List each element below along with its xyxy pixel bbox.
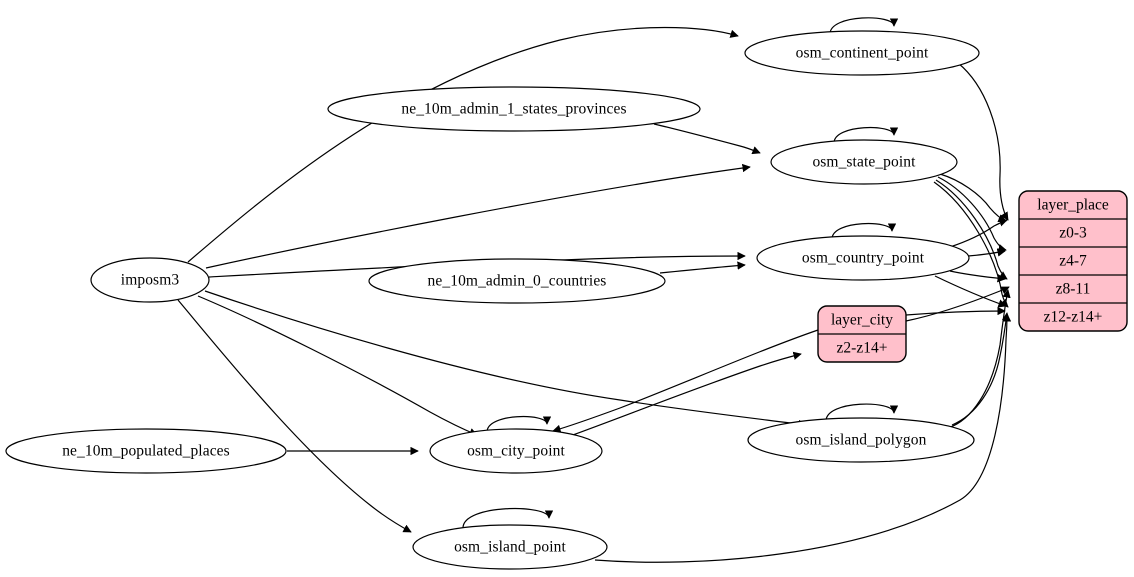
node-label-osm-continent-point: osm_continent_point <box>796 45 929 62</box>
node-shape-ne-populated[interactable] <box>5 428 287 474</box>
node-shape-osm-continent-point[interactable] <box>744 30 980 76</box>
record-title-layer-city: layer_city <box>831 312 893 329</box>
edge-ne-states-osm-state-point <box>653 123 761 155</box>
edge-self-osm-island-point <box>462 507 554 529</box>
edge-osm-city-point-layer-city <box>569 351 802 437</box>
edge-layer-city-layer-place-z12-z14 <box>905 306 1006 316</box>
edge-self-osm-island-polygon <box>825 403 899 422</box>
node-shape-ne-states[interactable] <box>327 86 701 132</box>
edge-self-osm-continent-point <box>829 17 899 35</box>
node-label-osm-state-point: osm_state_point <box>812 154 916 171</box>
node-shape-ne-countries[interactable] <box>368 258 666 304</box>
edge-osm-continent-point-layer-place-z0-3 <box>957 62 1009 221</box>
edge-osm-island-point-layer-place-z12-z14 <box>594 313 1012 563</box>
edge-osm-country-point-layer-place-z0-3 <box>949 218 1008 248</box>
node-shape-osm-country-point[interactable] <box>756 235 970 281</box>
edge-layer <box>177 17 1012 563</box>
edge-osm-state-point-layer-place-z0-3 <box>939 173 1007 223</box>
edge-self-osm-city-point <box>486 415 552 433</box>
node-ne-10m-populated-places[interactable]: ne_10m_populated_places <box>5 428 287 474</box>
node-osm-island-point[interactable]: osm_island_point <box>412 524 608 570</box>
node-shape-osm-state-point[interactable] <box>770 139 958 185</box>
node-label-osm-city-point: osm_city_point <box>467 443 565 460</box>
record-row-layer-place-z12-z14[interactable]: z12-z14+ <box>1044 309 1103 326</box>
record-row-layer-place-z0-3[interactable]: z0-3 <box>1059 225 1087 242</box>
record-row-layer-city-z2-z14[interactable]: z2-z14+ <box>837 340 888 357</box>
node-osm-city-point[interactable]: osm_city_point <box>429 428 603 474</box>
record-node-layer-city[interactable]: layer_city z2-z14+ <box>817 305 907 363</box>
edge-imposm3-osm-city-point <box>197 295 478 436</box>
node-label-imposm3: imposm3 <box>121 272 180 289</box>
edge-layer-city-osm-city-point <box>552 329 819 433</box>
node-ne-10m-admin-1-states-provinces[interactable]: ne_10m_admin_1_states_provinces <box>327 86 701 132</box>
node-label-osm-island-point: osm_island_point <box>454 539 566 556</box>
node-osm-country-point[interactable]: osm_country_point <box>756 235 970 281</box>
node-label-ne-populated: ne_10m_populated_places <box>62 443 230 460</box>
edge-self-osm-state-point <box>833 126 899 144</box>
edge-osm-country-point-layer-place-z8-11 <box>949 270 1006 283</box>
node-label-osm-island-polygon: osm_island_polygon <box>796 432 927 449</box>
record-box-layer-place[interactable] <box>1018 190 1128 332</box>
node-shape-imposm3[interactable] <box>90 257 210 303</box>
record-row-layer-place-z8-11[interactable]: z8-11 <box>1056 281 1091 298</box>
node-osm-continent-point[interactable]: osm_continent_point <box>744 30 980 76</box>
record-title-layer-place: layer_place <box>1037 197 1109 214</box>
node-osm-state-point[interactable]: osm_state_point <box>770 139 958 185</box>
node-ne-10m-admin-0-countries[interactable]: ne_10m_admin_0_countries <box>368 258 666 304</box>
edge-osm-country-point-layer-place-z12-z14 <box>934 275 1007 308</box>
node-shape-osm-island-polygon[interactable] <box>747 417 975 463</box>
record-node-layer-place[interactable]: layer_place z0-3 z4-7 z8-11 z12-z14+ <box>1018 190 1128 332</box>
node-label-ne-states: ne_10m_admin_1_states_provinces <box>401 101 626 118</box>
node-layer: imposm3 ne_10m_admin_1_states_provinces … <box>5 30 1128 570</box>
edge-imposm3-osm-state-point <box>205 163 751 269</box>
edge-osm-state-point-layer-place-z4-7 <box>937 176 1007 253</box>
edge-imposm3-osm-island-polygon <box>204 290 807 429</box>
edge-self-osm-country-point <box>831 222 897 240</box>
node-osm-island-polygon[interactable]: osm_island_polygon <box>747 417 975 463</box>
node-label-osm-country-point: osm_country_point <box>802 250 925 267</box>
edge-ne-countries-osm-country-point <box>659 261 746 274</box>
node-shape-osm-city-point[interactable] <box>429 428 603 474</box>
edge-osm-island-polygon-layer-place-z12-z14 <box>951 312 1011 426</box>
edge-osm-country-point-layer-place-z4-7 <box>967 248 1006 257</box>
node-imposm3[interactable]: imposm3 <box>90 257 210 303</box>
edge-imposm3-osm-continent-point <box>187 26 739 263</box>
node-shape-osm-island-point[interactable] <box>412 524 608 570</box>
node-label-ne-countries: ne_10m_admin_0_countries <box>428 273 607 290</box>
edge-imposm3-osm-island-point <box>177 299 412 533</box>
record-row-layer-place-z4-7[interactable]: z4-7 <box>1059 253 1087 270</box>
edge-layer-city-layer-place-z8-11 <box>905 286 1010 322</box>
